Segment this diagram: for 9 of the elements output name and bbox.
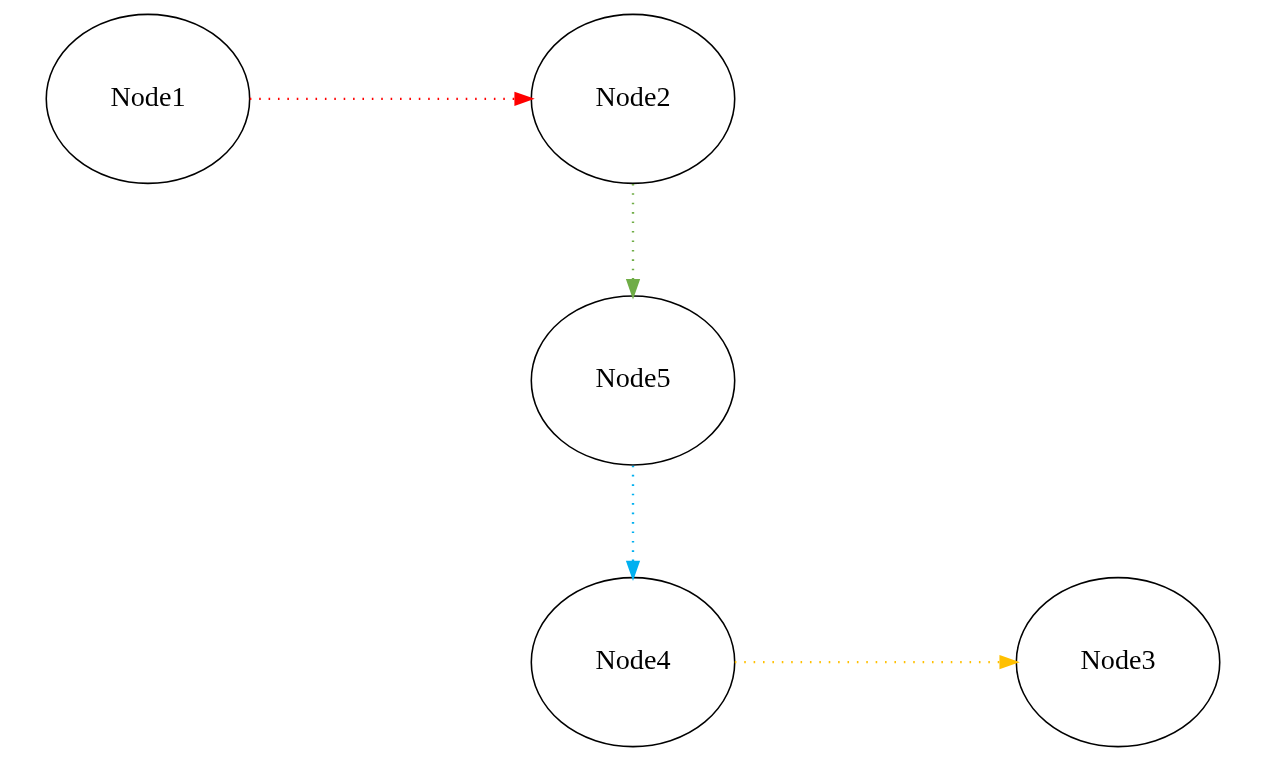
node-ellipse: Node3 — [1015, 576, 1221, 748]
arrow — [625, 184, 641, 300]
node-ellipse: Node5 — [530, 295, 736, 466]
arrow — [249, 91, 535, 106]
node-ellipse: Node1 — [45, 13, 251, 185]
node-ellipse: Node2 — [530, 13, 736, 185]
arrow — [734, 655, 1020, 670]
node-ellipse: Node4 — [530, 576, 736, 748]
arrow — [625, 465, 641, 582]
